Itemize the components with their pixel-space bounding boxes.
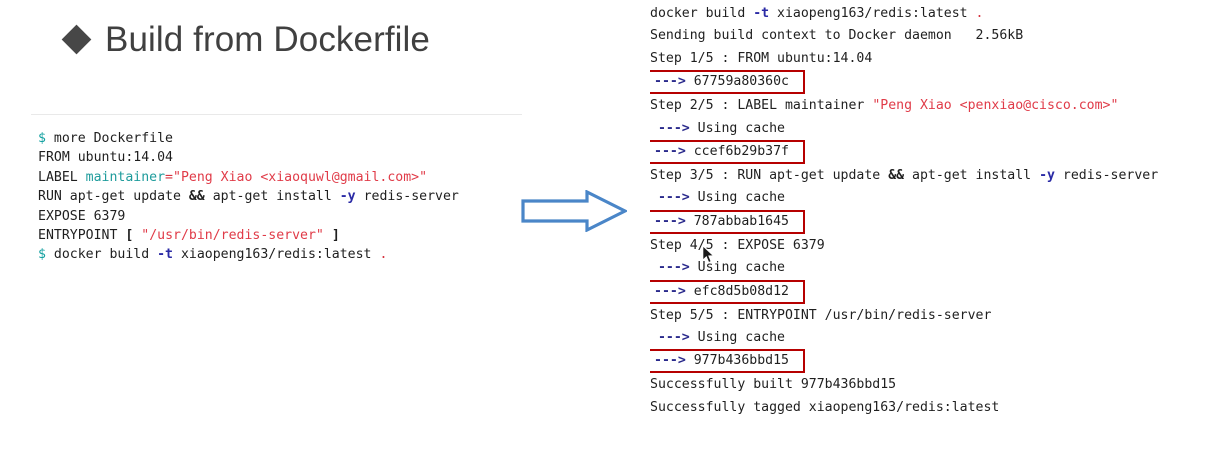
code-token: Sending build context to Docker daemon 2… (650, 28, 1024, 44)
code-token: Step 2/5 : LABEL maintainer (650, 98, 873, 114)
code-token: xiaopeng163/redis:latest (769, 6, 976, 21)
code-token: Using cache (697, 190, 785, 206)
output-line-row: ---> 787abbab1645 (650, 209, 1205, 235)
code-token: . (975, 6, 984, 21)
code-token: "Peng Xiao <xiaoquwl@gmail.com>" (173, 169, 428, 185)
code-line: $ more Dockerfile (38, 129, 538, 148)
output-line: Step 2/5 : LABEL maintainer "Peng Xiao <… (650, 95, 1205, 117)
highlighted-image-id: ---> 787abbab1645 (650, 209, 805, 234)
code-token: ---> (654, 213, 694, 229)
code-token: Step 4/5 : EXPOSE 6379 (650, 237, 825, 253)
code-line: $ docker build -t xiaopeng163/redis:late… (38, 245, 538, 264)
code-token: -t (157, 247, 173, 263)
code-token: xiaopeng163/redis:latest (173, 247, 380, 263)
code-token (650, 190, 658, 205)
code-token: $ (38, 131, 46, 146)
code-token: LABEL (38, 169, 86, 185)
code-token: redis-server (1054, 167, 1159, 183)
code-token: = (165, 169, 173, 185)
code-token: apt-get install (204, 189, 340, 205)
diamond-bullet-icon (61, 24, 92, 55)
code-token: docker build (650, 6, 754, 21)
output-line: Step 3/5 : RUN apt-get update && apt-get… (650, 165, 1205, 187)
output-line-row: ---> efc8d5b08d12 (650, 279, 1205, 305)
code-line: FROM ubuntu:14.04 (38, 148, 538, 167)
code-line: LABEL maintainer="Peng Xiao <xiaoquwl@gm… (38, 168, 538, 187)
code-token: [ (125, 227, 134, 243)
output-line-row: ---> 67759a80360c (650, 70, 1205, 95)
code-token: maintainer (85, 169, 166, 185)
code-token: $ (38, 247, 46, 263)
code-token: ---> (657, 120, 698, 136)
code-token: more Dockerfile (45, 131, 173, 146)
code-token: ---> (654, 283, 694, 299)
code-token: Step 5/5 : ENTRYPOINT /usr/bin/redis-ser… (650, 307, 992, 323)
output-line: Successfully tagged xiaopeng163/redis:la… (650, 397, 1205, 419)
right-arrow-icon (521, 189, 629, 233)
code-line: ENTRYPOINT [ "/usr/bin/redis-server" ] (38, 226, 538, 245)
code-token: ] (331, 227, 340, 243)
output-line: Successfully built 977b436bbd15 (650, 374, 1205, 396)
code-token (650, 260, 658, 275)
code-token: Using cache (697, 329, 785, 345)
output-line: Step 1/5 : FROM ubuntu:14.04 (650, 48, 1205, 70)
page-title: Build from Dockerfile (61, 20, 430, 59)
highlighted-image-id: ---> ccef6b29b37f (650, 139, 805, 164)
code-token: Successfully tagged xiaopeng163/redis:la… (650, 399, 1000, 415)
output-line: ---> Using cache (650, 118, 1205, 140)
code-token: ---> (654, 353, 694, 369)
code-token: ---> (654, 74, 694, 90)
code-token: Successfully built 977b436bbd15 (650, 377, 897, 393)
code-token (324, 228, 332, 243)
output-line: docker build -t xiaopeng163/redis:latest… (650, 3, 1205, 25)
code-token: "/usr/bin/redis-server" (141, 227, 324, 243)
code-token: ---> (657, 190, 698, 206)
code-token: Step 1/5 : FROM ubuntu:14.04 (650, 50, 873, 66)
code-token: Using cache (697, 120, 785, 136)
code-token: apt-get install (904, 167, 1040, 183)
code-token: docker build (45, 247, 158, 263)
output-line-row: ---> 977b436bbd15 (650, 349, 1205, 374)
highlighted-image-id: ---> 67759a80360c (650, 70, 805, 95)
code-token: efc8d5b08d12 (693, 283, 789, 299)
output-line: Sending build context to Docker daemon 2… (650, 25, 1205, 47)
code-token: Using cache (697, 260, 785, 276)
code-token: 977b436bbd15 (693, 353, 789, 369)
code-token: "Peng Xiao <penxiao@cisco.com>" (872, 98, 1119, 114)
code-token: 67759a80360c (693, 74, 789, 90)
highlighted-image-id: ---> 977b436bbd15 (650, 349, 805, 374)
code-token: -y (1039, 167, 1055, 183)
slide-title-text: Build from Dockerfile (105, 20, 430, 59)
code-token: ENTRYPOINT (38, 227, 126, 243)
code-token: ---> (657, 329, 698, 345)
code-token: . (379, 247, 388, 263)
output-line: Step 5/5 : ENTRYPOINT /usr/bin/redis-ser… (650, 305, 1205, 327)
code-line: EXPOSE 6379 (38, 207, 538, 226)
code-token (650, 121, 658, 136)
code-token: ---> (654, 143, 694, 159)
code-token (650, 330, 658, 345)
code-token: redis-server (355, 189, 459, 205)
code-token: RUN apt-get update (38, 189, 189, 205)
code-token: 787abbab1645 (693, 213, 789, 229)
output-line-row: ---> ccef6b29b37f (650, 139, 1205, 165)
output-line: ---> Using cache (650, 327, 1205, 349)
code-token: -y (339, 189, 356, 205)
code-token: Step 3/5 : RUN apt-get update (650, 167, 889, 183)
code-token: ---> (657, 260, 698, 276)
code-token: EXPOSE 6379 (38, 208, 126, 224)
divider (31, 114, 522, 115)
docker-build-output: docker build -t xiaopeng163/redis:latest… (650, 3, 1205, 419)
code-line: RUN apt-get update && apt-get install -y… (38, 187, 538, 206)
highlighted-image-id: ---> efc8d5b08d12 (650, 279, 805, 304)
output-line: ---> Using cache (650, 257, 1205, 279)
code-token: && (888, 167, 905, 183)
code-token: FROM ubuntu:14.04 (38, 150, 173, 166)
output-line: ---> Using cache (650, 187, 1205, 209)
code-token: ccef6b29b37f (693, 143, 789, 159)
code-token: -t (753, 6, 770, 21)
output-line: Step 4/5 : EXPOSE 6379 (650, 235, 1205, 257)
code-token: && (188, 189, 205, 205)
